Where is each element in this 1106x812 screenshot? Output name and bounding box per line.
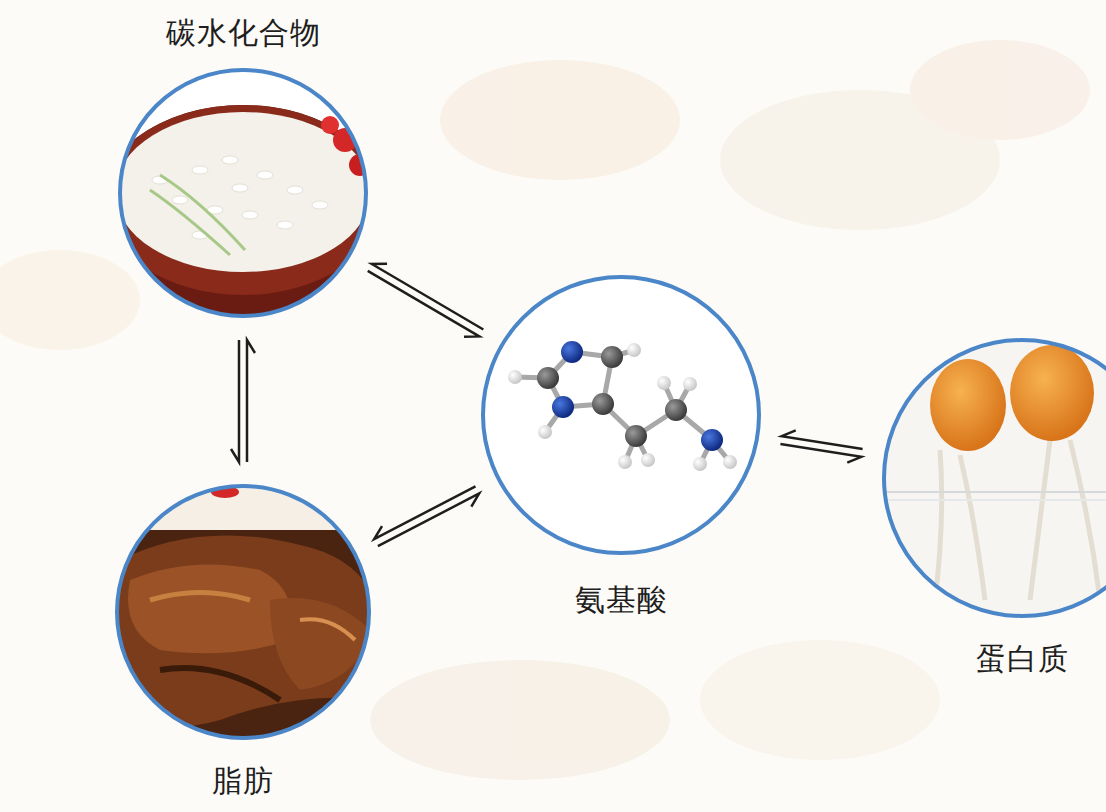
harpoon-line: [231, 340, 239, 462]
harpoon-line: [372, 264, 484, 330]
node-label: 氨基酸: [575, 583, 668, 618]
food-circle: 碳水化合物: [118, 68, 368, 318]
circle-border: [884, 340, 1106, 616]
food-circle: 蛋白质: [882, 338, 1106, 618]
reversible-arrow: [780, 430, 862, 462]
circle-border: [117, 486, 369, 738]
harpoon-line: [247, 340, 255, 462]
node-label: 碳水化合物: [166, 16, 321, 51]
harpoon-line: [378, 493, 479, 546]
reversible-arrow: [374, 486, 479, 546]
circle-border: [483, 277, 759, 553]
node-label: 脂肪: [212, 764, 274, 799]
harpoon-line: [368, 271, 480, 337]
circle-outline: [882, 338, 1106, 618]
reversible-arrow: [231, 340, 255, 462]
harpoon-line: [374, 486, 475, 539]
circle-outline: [115, 484, 371, 740]
circle-outline: [118, 68, 368, 318]
circle-outline: [481, 275, 761, 555]
circle-border: [120, 70, 366, 316]
reversible-arrow: [368, 264, 484, 337]
harpoon-line: [782, 430, 863, 449]
food-circle: 脂肪: [115, 484, 371, 740]
node-label: 蛋白质: [976, 642, 1069, 677]
food-circle: 氨基酸: [481, 275, 761, 555]
